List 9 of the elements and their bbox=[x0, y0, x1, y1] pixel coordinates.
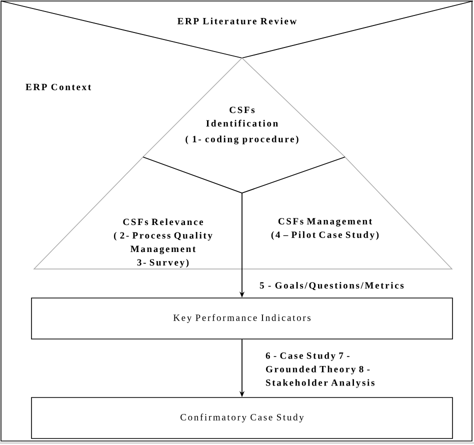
process-box: Confirmatory Case Study bbox=[31, 397, 453, 439]
segment-label: CSFs Identification ( 1- coding procedure) bbox=[186, 106, 298, 144]
segment-label: CSFs Relevance ( 2- Process Quality Management 3- Survey) bbox=[114, 218, 212, 268]
context-label: ERP Context bbox=[26, 84, 92, 90]
edge-label: 6 - Case Study 7 - Grounded Theory 8 - Stakeholder Analysis bbox=[266, 352, 374, 388]
funnel-label: ERP Literature Review bbox=[178, 18, 297, 24]
edge-label: 5 - Goals/Questions/Metrics bbox=[260, 282, 404, 290]
process-box: Key Performance Indicators bbox=[31, 298, 453, 340]
segment-label: CSFs Management (4 – Pilot Case Study) bbox=[271, 218, 379, 240]
